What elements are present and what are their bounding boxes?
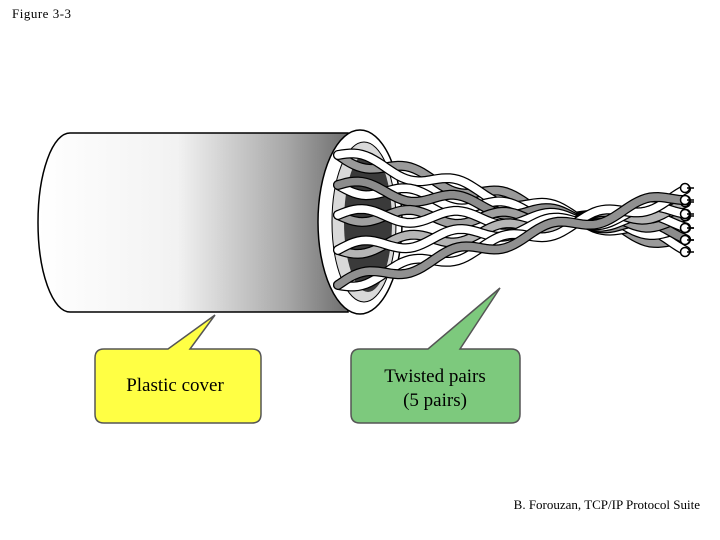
credit-line: B. Forouzan, TCP/IP Protocol Suite <box>513 497 700 512</box>
figure-label: Figure 3-3 <box>12 6 72 21</box>
twisted-pairs-callout: Twisted pairs (5 pairs) <box>350 287 521 424</box>
wire <box>334 193 690 289</box>
twisted-pairs-callout-box <box>350 287 521 424</box>
twisted-wires-group <box>333 148 694 292</box>
plastic-cover-callout-box <box>94 314 262 424</box>
twisted-pairs-label-line2: (5 pairs) <box>403 390 467 411</box>
twisted-pair-5 <box>333 182 694 292</box>
plastic-cover-label: Plastic cover <box>126 375 224 396</box>
twisted-pairs-label-line1: Twisted pairs <box>384 366 486 387</box>
plastic-cover-callout: Plastic cover <box>94 314 262 424</box>
